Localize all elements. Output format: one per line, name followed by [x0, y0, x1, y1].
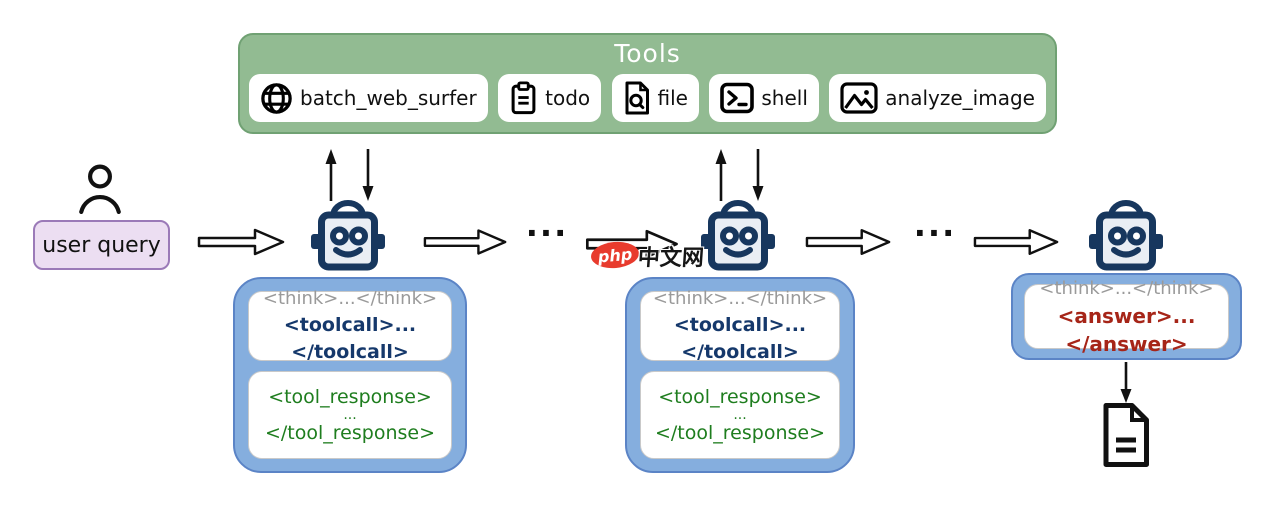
- tool-chip-label: file: [657, 86, 688, 110]
- globe-icon: [260, 82, 293, 115]
- watermark-text: 中文网: [636, 246, 705, 271]
- flow-arrow-4: [805, 226, 893, 262]
- ellipsis-dots-1: ...: [525, 206, 569, 244]
- think-text: <think>...</think>: [1039, 277, 1214, 299]
- flow-arrow-5: [973, 226, 1061, 262]
- tool-response-card-1: <tool_response> ... </tool_response>: [248, 371, 452, 459]
- tool-chip-batch-web-surfer: batch_web_surfer: [249, 74, 488, 122]
- think-text: <think>...</think>: [652, 288, 828, 309]
- tool-chip-label: shell: [761, 86, 808, 110]
- robot-agent-icon-1: [308, 194, 388, 278]
- user-query-box: user query: [33, 220, 170, 270]
- tool-response-open-text: <tool_response>: [268, 385, 432, 408]
- tools-panel-title: Tools: [614, 39, 681, 68]
- tool-chip-label: analyze_image: [885, 86, 1035, 110]
- image-icon: [840, 82, 878, 114]
- tool-call-up-arrow-2: [713, 147, 729, 207]
- tool-chip-label: todo: [545, 86, 591, 110]
- tool-chip-file: file: [611, 74, 699, 122]
- terminal-icon: [720, 82, 755, 114]
- ellipsis-dots-2: ...: [913, 206, 957, 244]
- final-answer-card: <think>...</think> <answer>...</answer>: [1024, 278, 1229, 356]
- tool-chip-todo: todo: [498, 74, 602, 122]
- tool-response-card-2: <tool_response> ... </tool_response>: [640, 371, 840, 459]
- file-search-icon: [623, 81, 651, 115]
- agent-step-box-2: <think>...</think> <toolcall>...</toolca…: [625, 277, 855, 473]
- tool-response-open-text: <tool_response>: [658, 385, 822, 408]
- final-report-document-icon: [1099, 402, 1153, 472]
- user-person-icon: [76, 164, 124, 218]
- tool-response-close-text: </tool_response>: [264, 421, 436, 444]
- agent-step-box-1: <think>...</think> <toolcall>...</toolca…: [233, 277, 467, 473]
- user-query-label: user query: [42, 232, 161, 258]
- tool-response-ellipsis: ...: [733, 406, 747, 423]
- tool-chip-shell: shell: [709, 74, 819, 122]
- clipboard-list-icon: [509, 81, 538, 115]
- final-output-down-arrow: [1118, 362, 1134, 408]
- think-text: <think>...</think>: [262, 288, 438, 309]
- answer-text: <answer>...</answer>: [1057, 303, 1196, 356]
- tool-chip-analyze-image: analyze_image: [829, 74, 1046, 122]
- flow-arrow-1: [197, 226, 287, 262]
- tool-return-down-arrow-1: [360, 147, 376, 207]
- model-output-card-1: <think>...</think> <toolcall>...</toolca…: [248, 288, 452, 363]
- toolcall-text: <toolcall>...</toolcall>: [283, 314, 417, 363]
- robot-agent-icon-3: [1086, 194, 1166, 278]
- toolcall-text: <toolcall>...</toolcall>: [673, 314, 807, 363]
- flow-arrow-2: [423, 226, 509, 262]
- tool-return-down-arrow-2: [750, 147, 766, 207]
- tool-response-close-text: </tool_response>: [654, 421, 826, 444]
- tool-chip-label: batch_web_surfer: [300, 86, 477, 110]
- final-answer-box: <think>...</think> <answer>...</answer>: [1011, 273, 1242, 360]
- model-output-card-2: <think>...</think> <toolcall>...</toolca…: [640, 288, 840, 363]
- robot-agent-icon-2: [698, 194, 778, 278]
- tools-panel: Tools batch_web_surfer: [238, 33, 1057, 134]
- tool-response-ellipsis: ...: [343, 406, 357, 423]
- tools-list: batch_web_surfer todo: [249, 74, 1046, 122]
- tool-call-up-arrow-1: [323, 147, 339, 207]
